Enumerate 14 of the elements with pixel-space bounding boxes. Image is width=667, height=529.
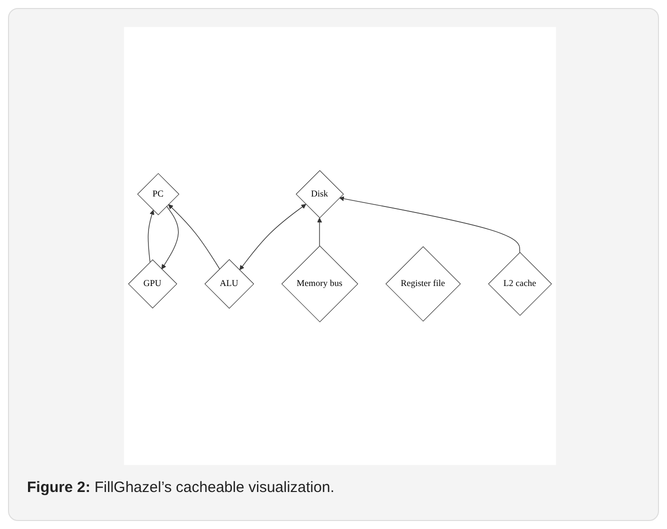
arrow <box>317 217 322 246</box>
arrow <box>168 204 220 270</box>
node-diamond: PC <box>137 172 180 216</box>
figure-caption: Figure 2: FillGhazel’s cacheable visualization. <box>27 479 334 496</box>
arrow <box>339 196 520 253</box>
node-diamond: Disk <box>296 170 344 218</box>
node-diamond: ALU <box>204 258 254 308</box>
node-diamond: Register file <box>386 246 461 322</box>
node-diamond: Memory bus <box>281 245 358 322</box>
node-diamond: L2 cache <box>488 252 552 316</box>
arrow <box>239 204 306 270</box>
arrow <box>161 206 179 270</box>
arrow <box>148 210 154 262</box>
node-diamond: GPU <box>128 259 178 308</box>
